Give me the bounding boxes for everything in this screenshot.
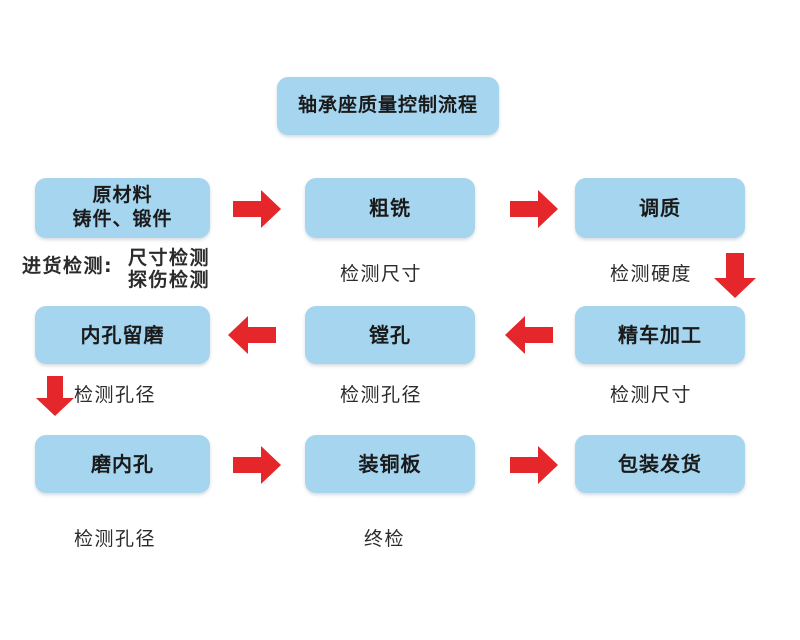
caption-check-dimension-rough-milling: 检测尺寸 [340,263,423,285]
node-grind-inner-hole-label: 磨内孔 [91,451,154,476]
node-raw-material-line1: 原材料 [92,184,153,207]
node-install-copper-plate: 装铜板 [305,435,475,493]
arrow-left-icon-boring-to-reserve [228,316,276,354]
node-quench-temper-label: 调质 [639,195,681,220]
arrow-left-icon-fine-turning-to-boring [505,316,553,354]
node-install-copper-plate-label: 装铜板 [358,451,422,476]
arrow-right-icon-rough-to-quench [510,190,558,228]
caption-incoming-inspection-line1: 尺寸检测 [128,247,211,269]
node-rough-milling-label: 粗铣 [369,195,411,220]
node-fine-turning: 精车加工 [575,306,745,364]
node-inner-hole-reserve-grind: 内孔留磨 [35,306,210,364]
caption-incoming-inspection-items: 尺寸检测 探伤检测 [128,247,211,292]
caption-check-bore-diameter-grinding: 检测孔径 [74,528,157,550]
arrow-right-icon-grinding-to-copper-plate [233,446,281,484]
caption-final-inspection: 终检 [364,528,406,550]
node-rough-milling: 粗铣 [305,178,475,238]
node-grind-inner-hole: 磨内孔 [35,435,210,493]
node-boring: 镗孔 [305,306,475,364]
caption-incoming-inspection-label: 进货检测: [22,255,114,277]
node-package-ship-label: 包装发货 [618,451,702,476]
arrow-right-icon-copper-plate-to-package [510,446,558,484]
node-boring-label: 镗孔 [369,322,411,347]
caption-incoming-inspection-line2: 探伤检测 [128,268,211,291]
node-quench-temper: 调质 [575,178,745,238]
caption-check-hardness: 检测硬度 [610,263,693,285]
arrow-right-icon-raw-to-rough [233,190,281,228]
node-raw-material: 原材料 铸件、锻件 [35,178,210,238]
arrow-down-icon-quench-to-fine-turning [714,253,756,298]
caption-check-bore-diameter-boring: 检测孔径 [340,384,423,406]
node-raw-material-label: 原材料 铸件、锻件 [72,184,172,232]
node-inner-hole-reserve-grind-label: 内孔留磨 [80,322,165,347]
flowchart-title-node: 轴承座质量控制流程 [277,77,499,135]
arrow-down-icon-reserve-to-grinding [36,376,74,416]
node-raw-material-line2: 铸件、锻件 [72,208,173,230]
caption-check-bore-diameter-reserve: 检测孔径 [74,384,157,406]
caption-check-dimension-fine-turning: 检测尺寸 [610,384,693,406]
flowchart-title-text: 轴承座质量控制流程 [297,94,478,117]
node-fine-turning-label: 精车加工 [618,322,702,347]
node-package-ship: 包装发货 [575,435,745,493]
